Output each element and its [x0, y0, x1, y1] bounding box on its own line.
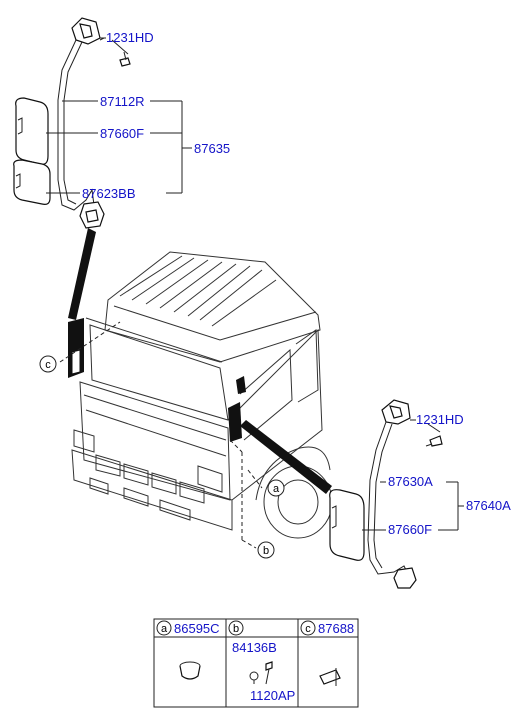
label-87660f-left: 87660F — [100, 126, 144, 141]
left-leader-lines — [46, 37, 192, 194]
left-mirror-assembly — [13, 17, 105, 229]
callout-b: b — [257, 541, 275, 559]
label-87112r: 87112R — [100, 94, 145, 109]
table-a-part: 86595C — [174, 621, 220, 636]
right-pointer-ribbon — [240, 420, 332, 494]
callout-c: c — [39, 355, 57, 373]
left-pointer-ribbon — [68, 228, 96, 320]
label-87660f-right: 87660F — [388, 522, 432, 537]
label-87640a: 87640A — [466, 498, 511, 513]
table-c-letter: c — [305, 623, 311, 635]
label-1231hd-right: 1231HD — [416, 412, 464, 427]
grommet-icon — [319, 668, 341, 686]
right-mirror-assembly — [329, 399, 417, 589]
label-87630a: 87630A — [388, 474, 433, 489]
truck-cab — [68, 251, 333, 539]
table-b-part-1: 84136B — [232, 640, 277, 655]
callout-lines — [59, 321, 263, 549]
rivet-icon — [249, 661, 273, 685]
parts-table: a 86595C b 84136B 1120AP c 87688 — [153, 618, 359, 708]
table-b-letter: b — [233, 623, 239, 635]
table-a-letter: a — [161, 623, 168, 635]
callout-a: a — [267, 479, 285, 497]
svg-text:a: a — [273, 483, 280, 495]
svg-text:b: b — [263, 545, 269, 557]
bolt-1231hd-right — [425, 435, 443, 447]
table-b-part-2: 1120AP — [250, 688, 295, 703]
table-c-part: 87688 — [318, 621, 354, 636]
right-leader-lines — [362, 419, 464, 531]
svg-text:c: c — [45, 359, 51, 371]
label-1231hd-top: 1231HD — [106, 30, 154, 45]
cap-icon — [179, 661, 201, 680]
label-87635: 87635 — [194, 141, 230, 156]
label-87623bb: 87623BB — [82, 186, 136, 201]
